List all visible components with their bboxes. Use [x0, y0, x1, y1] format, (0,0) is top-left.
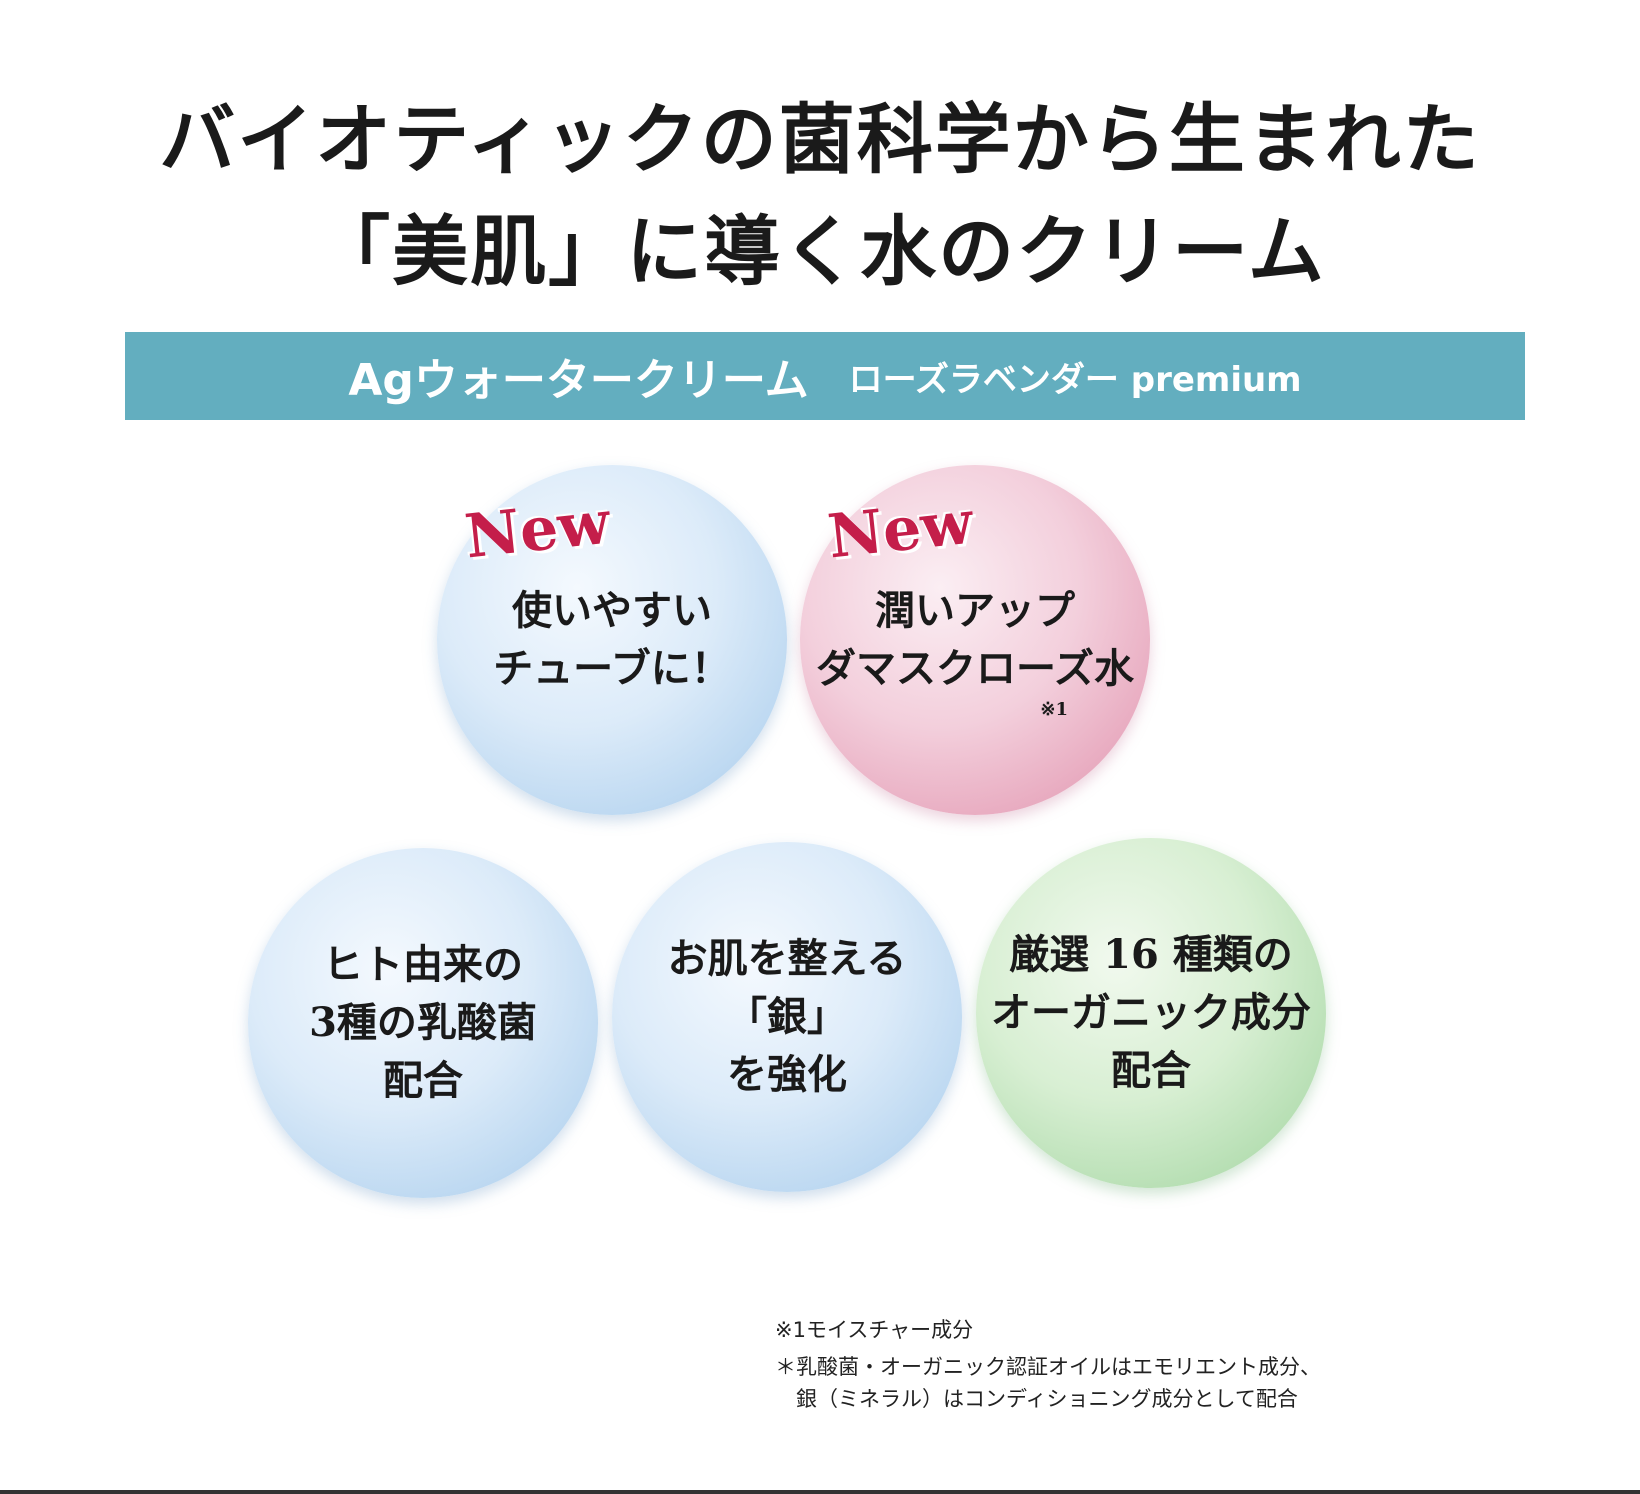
bubble-text: 「銀」 [727, 993, 847, 1040]
feature-bubble-lactic-acid: ヒト由来の 3種の乳酸菌 配合 [248, 848, 598, 1198]
footnote-3: 銀（ミネラル）はコンディショニング成分として配合 [775, 1387, 1298, 1411]
bubble-text: 配合 [1111, 1047, 1191, 1094]
headline-line-2: 「美肌」に導く水のクリーム [314, 207, 1326, 296]
feature-bubble-silver: お肌を整える 「銀」 を強化 [612, 842, 962, 1192]
bubble-text: オーガニック成分 [991, 989, 1311, 1036]
footnote-2: ＊乳酸菌・オーガニック認証オイルはエモリエント成分、 [775, 1355, 1321, 1379]
bubble-text: 潤いアップ [875, 587, 1075, 634]
bubble-text: を強化 [727, 1051, 847, 1098]
footnote-marker: ※1 [1040, 698, 1068, 720]
footnote-1: ※1モイスチャー成分 [775, 1318, 974, 1342]
product-name: Agウォータークリーム [348, 355, 809, 406]
feature-bubble-organic: 厳選 16 種類の オーガニック成分 配合 [976, 838, 1326, 1188]
bubble-text: 3種の乳酸菌 [309, 999, 537, 1046]
bubble-text: 使いやすい [512, 587, 712, 634]
product-banner: Agウォータークリーム ローズラベンダー premium [125, 332, 1525, 420]
bubble-text: ヒト由来の [323, 941, 523, 988]
headline-line-1: バイオティックの菌科学から生まれた [159, 95, 1481, 184]
feature-bubble-rose-water: 潤いアップ ダマスクローズ水 ※1 [800, 465, 1150, 815]
product-variant: ローズラベンダー premium [848, 359, 1302, 400]
bubble-text: お肌を整える [667, 935, 907, 982]
bubble-text: チューブに！ [493, 645, 731, 692]
bubble-text: 厳選 16 種類の [1009, 931, 1293, 978]
feature-bubble-tube: 使いやすい チューブに！ [437, 465, 787, 815]
bubble-text: ダマスクローズ水 [816, 645, 1134, 692]
bottom-divider [0, 1490, 1640, 1494]
bubble-text: 配合 [383, 1057, 463, 1104]
